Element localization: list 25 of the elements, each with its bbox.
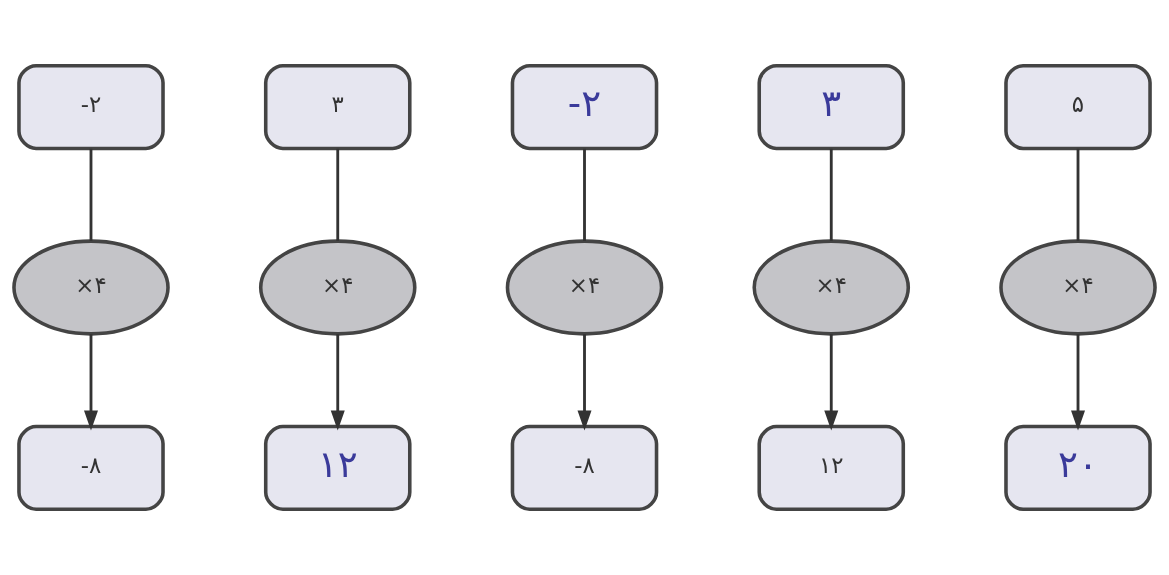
node-ellipse: ×۴ bbox=[999, 239, 1157, 336]
node-box: ۱۲ bbox=[757, 424, 906, 512]
node-ellipse: ×۴ bbox=[258, 239, 417, 336]
connector bbox=[583, 148, 586, 241]
node-box: -۲ bbox=[17, 63, 165, 151]
node-box: ۱۲ bbox=[263, 424, 412, 512]
node-box: ۳ bbox=[757, 63, 906, 151]
node-ellipse: ×۴ bbox=[505, 239, 664, 336]
arrow bbox=[577, 334, 592, 431]
connector bbox=[89, 148, 93, 241]
node-box: -۲ bbox=[510, 63, 659, 151]
connector bbox=[1076, 148, 1080, 241]
node-box: -۸ bbox=[510, 424, 659, 512]
node-ellipse: ×۴ bbox=[752, 239, 911, 336]
node-box: ۳ bbox=[263, 63, 412, 151]
arrow bbox=[1071, 334, 1085, 431]
arrow bbox=[824, 334, 839, 431]
node-ellipse: ×۴ bbox=[12, 239, 170, 336]
node-box: ۲۰ bbox=[1004, 424, 1152, 512]
arrow bbox=[84, 334, 98, 431]
node-box: ۵ bbox=[1004, 63, 1152, 151]
node-box: -۸ bbox=[17, 424, 165, 512]
arrow bbox=[330, 334, 345, 431]
connector bbox=[829, 148, 833, 241]
connector bbox=[336, 148, 340, 241]
